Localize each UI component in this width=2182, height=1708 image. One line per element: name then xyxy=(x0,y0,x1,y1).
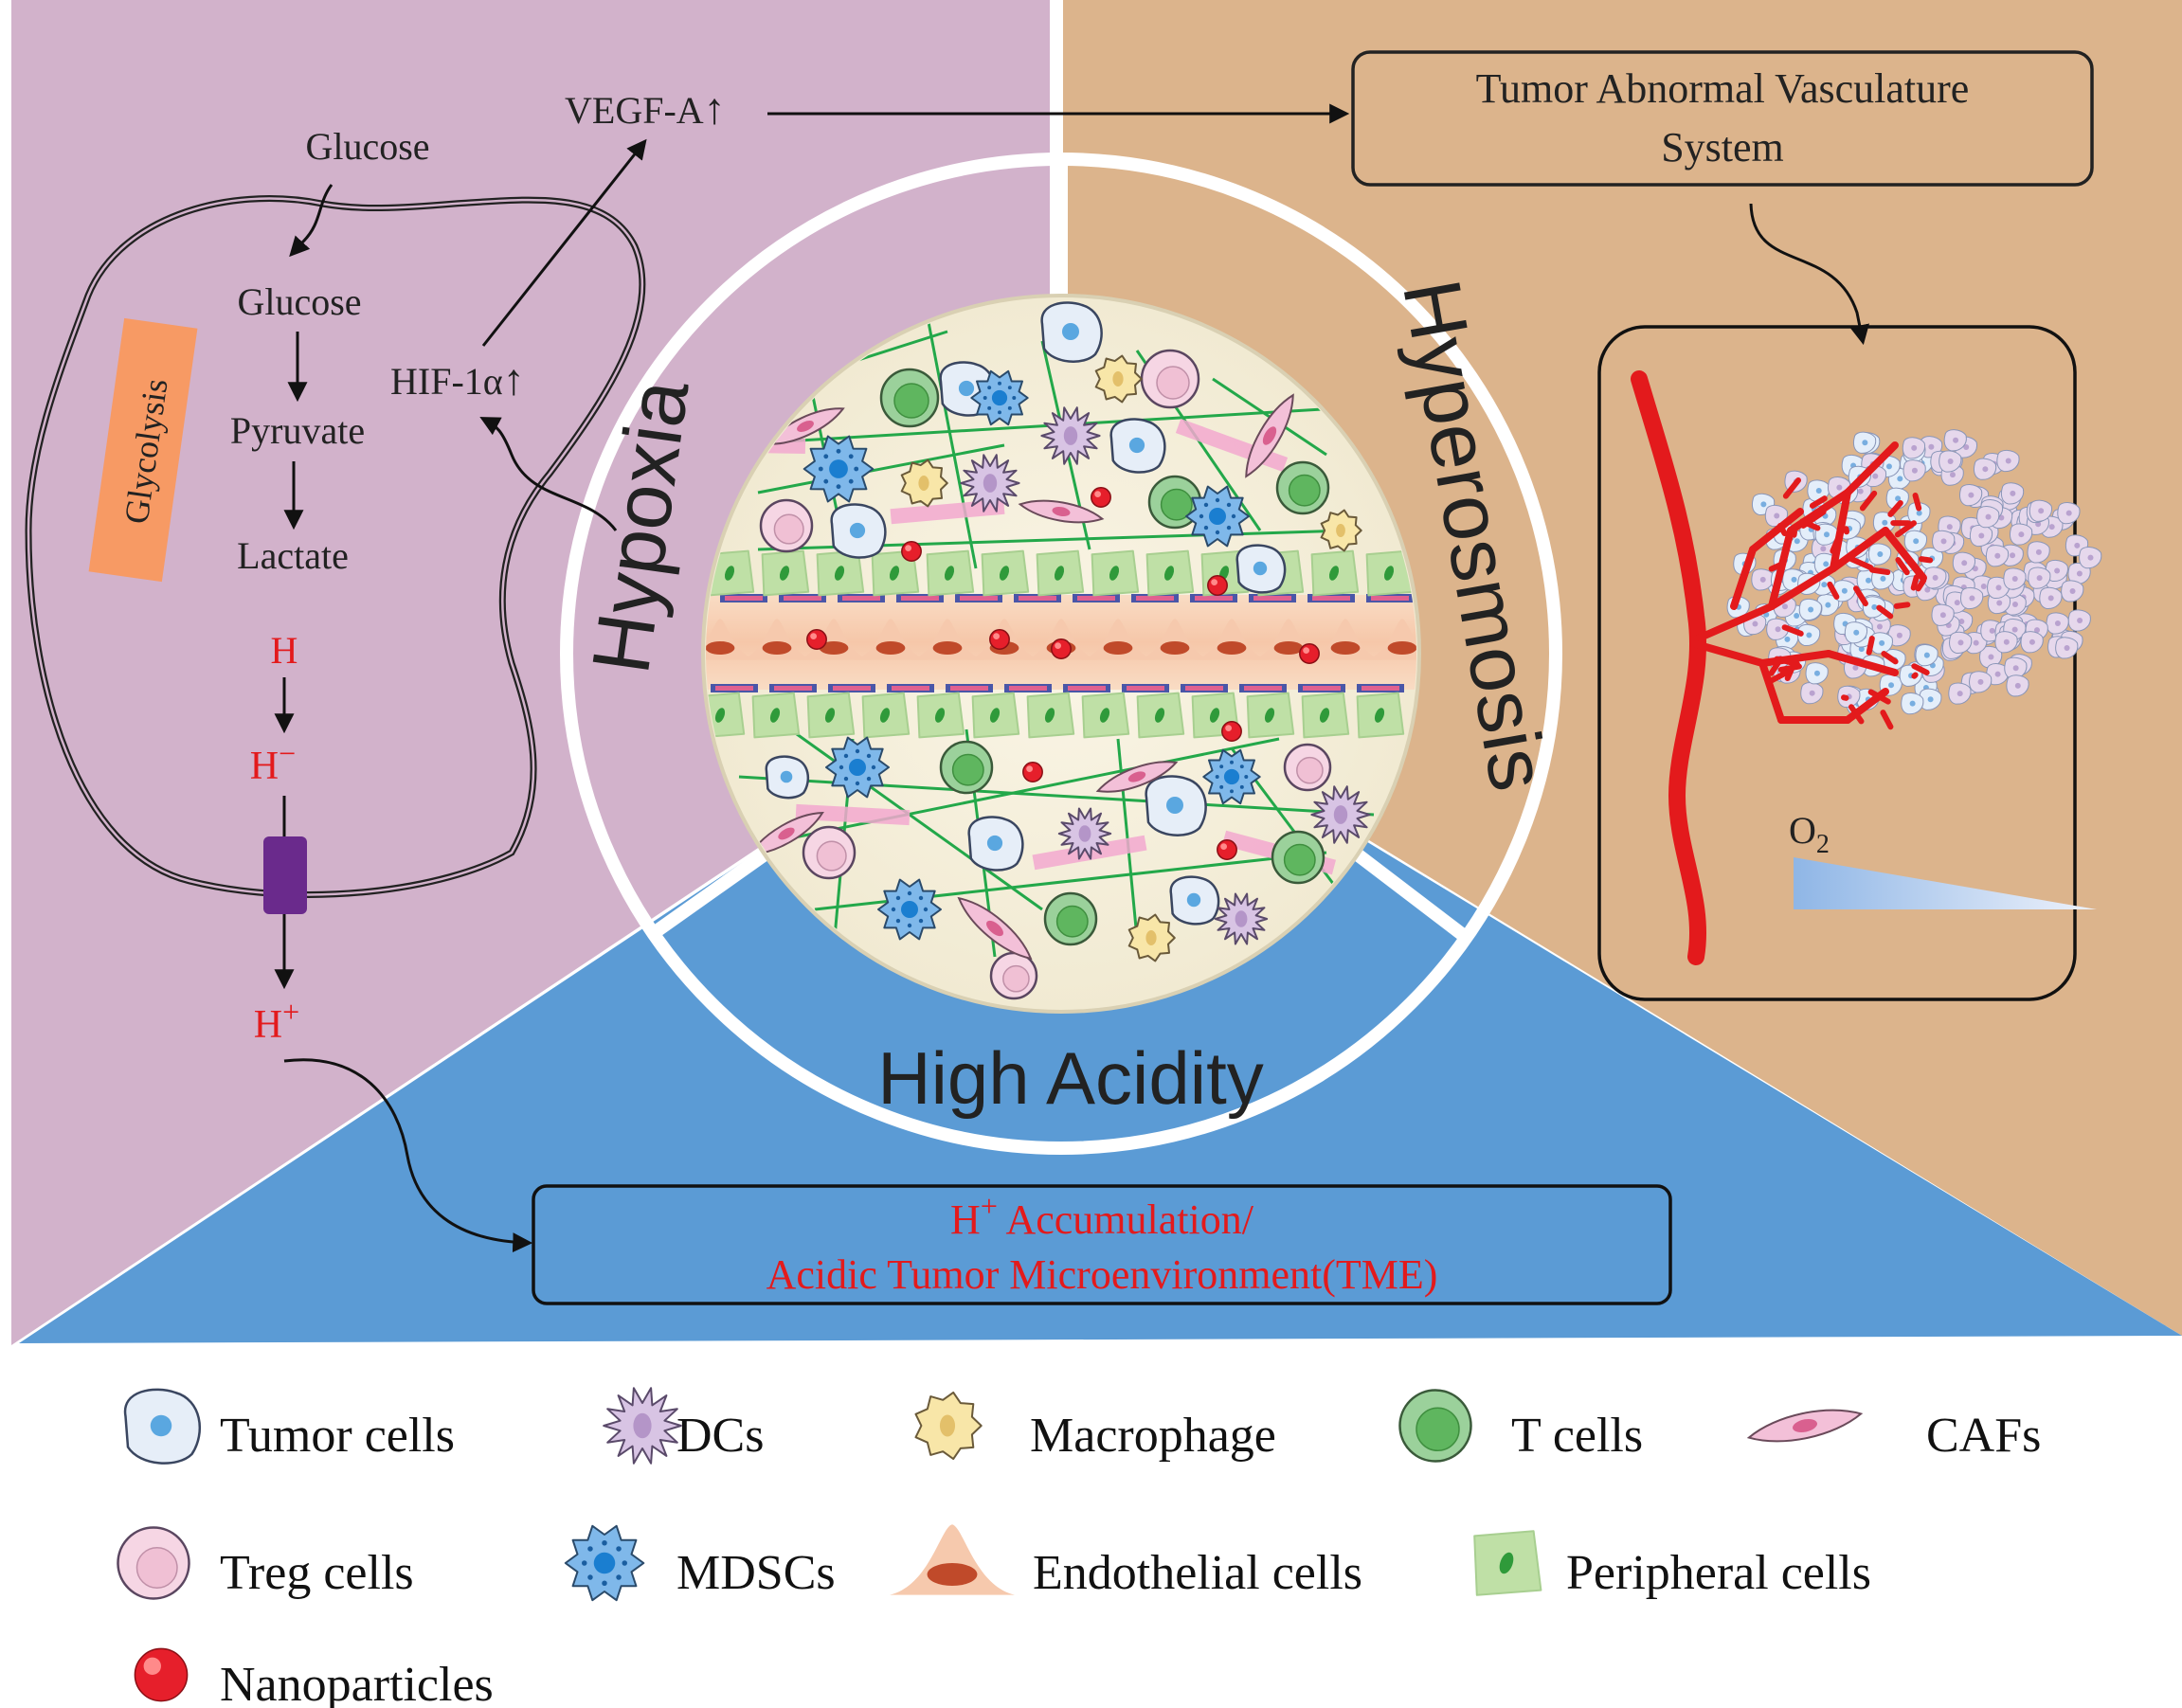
dc-icon xyxy=(603,1387,682,1465)
legend: Tumor cells DCs Macrophage T cells CAFsTreg … xyxy=(117,1387,2041,1708)
t-cell-icon xyxy=(1398,1389,1472,1463)
acidic-tme-box xyxy=(532,1184,1672,1305)
legend-item: Tumor cells xyxy=(123,1388,455,1465)
hyperosmosis-panel xyxy=(1063,0,2182,1336)
legend-label: CAFs xyxy=(1926,1409,2041,1463)
vasculature-line2: System xyxy=(1661,124,1784,171)
acid-box-line1: H+ Accumulation/ xyxy=(950,1189,1254,1243)
legend-item: T cells xyxy=(1398,1389,1643,1463)
pyruvate-label: Pyruvate xyxy=(230,409,365,452)
tumor-tissue-circle xyxy=(701,294,1421,1014)
high-acidity-label: High Acidity xyxy=(877,1036,1264,1120)
hplus-accumulation-arrow xyxy=(283,1058,533,1253)
proton-transporter xyxy=(263,836,307,914)
glucose-outside-label: Glucose xyxy=(305,125,429,168)
hif-label: HIF-1α↑ xyxy=(390,355,525,404)
glucose-inside-label: Glucose xyxy=(237,280,361,323)
tumor-vasculature-panel: O2 xyxy=(1597,325,2102,1001)
legend-label: DCs xyxy=(676,1409,764,1463)
background-panels xyxy=(11,0,2182,1345)
legend-label: Tumor cells xyxy=(220,1409,455,1463)
vasculature-box xyxy=(1351,50,2094,187)
endothelial-cell-icon xyxy=(890,1524,1015,1595)
legend-label: T cells xyxy=(1511,1409,1643,1463)
hypoxia-panel xyxy=(11,0,1050,1345)
glucose-entry-arrow xyxy=(289,184,334,258)
o2-gradient-bar xyxy=(1794,857,2097,909)
o2-label: O2 xyxy=(1789,809,1830,859)
legend-item: Endothelial cells xyxy=(890,1524,1362,1600)
lactate-label: Lactate xyxy=(237,534,349,577)
legend-item: MDSCs xyxy=(564,1524,836,1602)
acid-box-line2: Acidic Tumor Microenvironment(TME) xyxy=(766,1251,1438,1298)
legend-item: CAFs xyxy=(1746,1409,2041,1463)
macrophage-icon xyxy=(914,1391,983,1461)
caf-icon xyxy=(1746,1409,1864,1443)
mdsc-icon xyxy=(564,1524,645,1602)
legend-item: DCs xyxy=(603,1387,764,1465)
hypoxia-hif-arrow xyxy=(479,417,618,531)
vegf-label: VEGF-A↑ xyxy=(565,84,726,133)
ring-divider-right xyxy=(1350,847,1471,944)
tumor-cell-icon xyxy=(123,1388,201,1465)
vasculature-tumor-arrow xyxy=(1749,203,1870,346)
legend-item: Treg cells xyxy=(117,1526,414,1600)
legend-item: Nanoparticles xyxy=(134,1647,494,1708)
h-plus-label: H+ xyxy=(254,995,299,1047)
legend-label: MDSCs xyxy=(676,1546,836,1600)
ring-divider-left xyxy=(649,847,772,939)
legend-item: Macrophage xyxy=(914,1391,1276,1463)
vasculature-line1: Tumor Abnormal Vasculature xyxy=(1476,65,1970,112)
glycolysis-bar xyxy=(88,317,198,583)
nanoparticle-icon xyxy=(134,1647,189,1702)
hif-vegf-arrow xyxy=(481,138,647,347)
h-label: H xyxy=(271,629,298,672)
treg-cell-icon xyxy=(117,1526,190,1600)
legend-label: Nanoparticles xyxy=(220,1658,494,1708)
legend-item: Peripheral cells xyxy=(1473,1530,1871,1600)
legend-label: Endothelial cells xyxy=(1033,1546,1362,1600)
h-minus-label: H− xyxy=(250,736,296,788)
central-ring xyxy=(560,153,1562,1155)
peripheral-cell-icon xyxy=(1473,1530,1542,1596)
legend-label: Treg cells xyxy=(220,1546,414,1600)
legend-label: Peripheral cells xyxy=(1566,1546,1871,1600)
legend-label: Macrophage xyxy=(1030,1409,1276,1463)
